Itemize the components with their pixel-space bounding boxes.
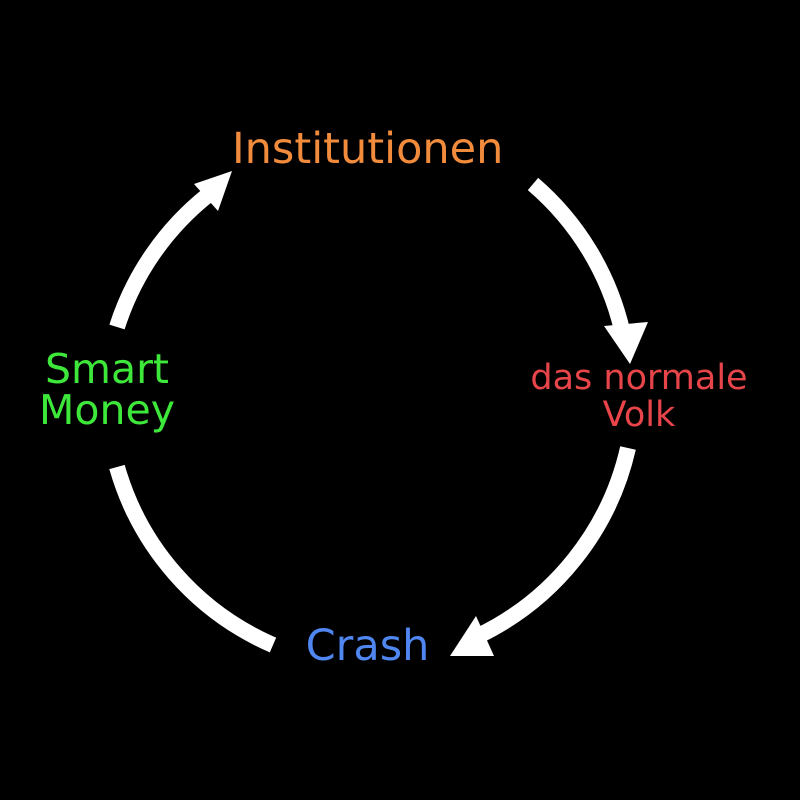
arrowhead-volk-icon: [604, 322, 648, 364]
node-volk-line-2: Volk: [602, 395, 676, 436]
arrow-crash-to-smart-money: [109, 464, 277, 653]
node-smart-money-line-1: Smart: [44, 345, 170, 393]
arrowhead-institutionen-icon: [194, 171, 232, 211]
node-institutionen-line-1: Institutionen: [232, 124, 504, 174]
node-volk-line-1: das normale: [530, 358, 748, 398]
node-crash-line-1: Crash: [305, 621, 430, 671]
node-volk: das normale Volk: [500, 358, 778, 436]
arrow-institutionen-to-volk: [527, 177, 630, 332]
node-crash: Crash: [290, 625, 445, 668]
arrow-volk-to-crash: [474, 446, 636, 644]
arrow-smart-money-to-institutionen: [109, 188, 214, 330]
node-institutionen: Institutionen: [232, 128, 532, 171]
node-smart-money: Smart Money: [18, 349, 196, 431]
node-smart-money-line-2: Money: [39, 386, 175, 434]
arrowhead-crash-icon: [450, 616, 494, 656]
